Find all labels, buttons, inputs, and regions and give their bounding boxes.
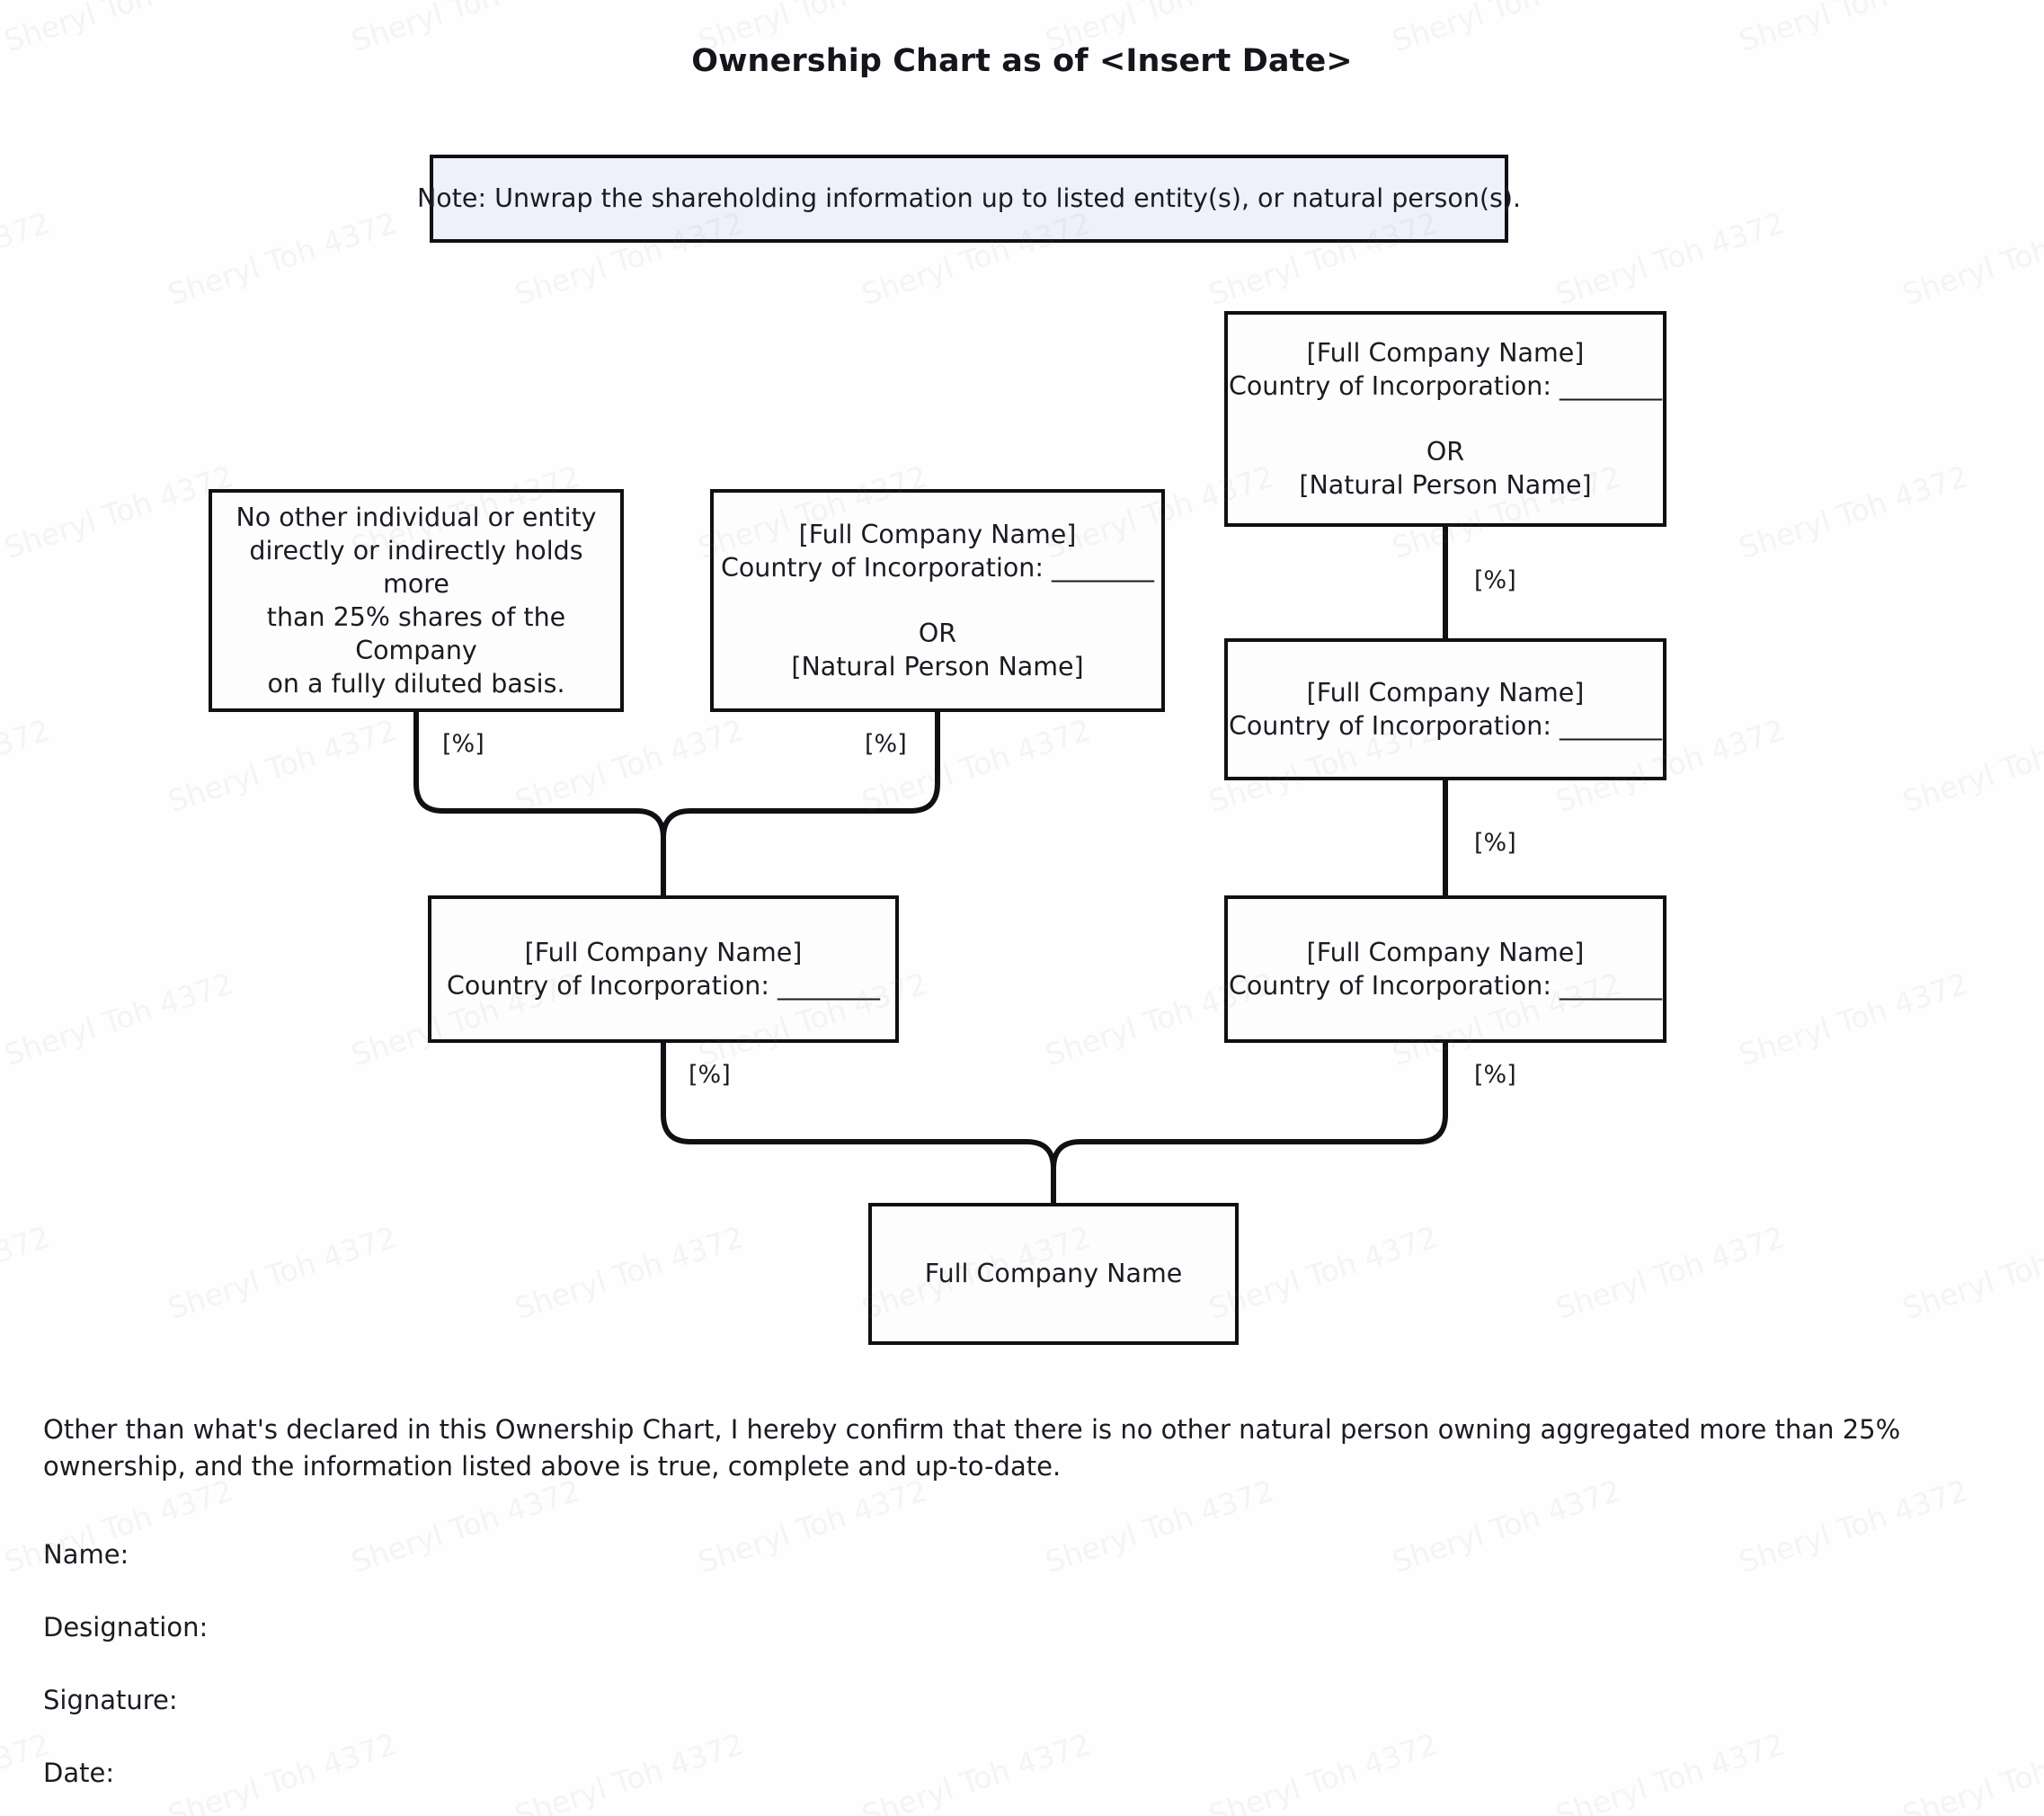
- name-field-label: Name:: [43, 1539, 129, 1570]
- bottom-right-country: Country of Incorporation: ________: [1228, 971, 1663, 1001]
- designation-field-label: Designation:: [43, 1612, 209, 1642]
- edge-label-mid-top-to-bottom-left: [%]: [865, 730, 907, 758]
- subject-company-name: Full Company Name: [924, 1259, 1183, 1289]
- declaration-text: Other than what's declared in this Owner…: [43, 1411, 1976, 1485]
- page-title: Ownership Chart as of <Insert Date>: [691, 43, 1353, 79]
- date-field-label: Date:: [43, 1758, 115, 1788]
- right-mid-company-name: [Full Company Name]: [1306, 677, 1585, 708]
- mid-top-person-name: [Natural Person Name]: [791, 652, 1084, 682]
- node-bottom-right-company: [Full Company Name] Country of Incorpora…: [1224, 895, 1666, 1043]
- no-other-line-3: than 25% shares of the Company: [266, 602, 566, 666]
- note-box: Note: Unwrap the shareholding informatio…: [417, 155, 1521, 243]
- node-bottom-left-company: [Full Company Name] Country of Incorpora…: [428, 895, 899, 1043]
- no-other-line-2: directly or indirectly holds more: [249, 535, 583, 599]
- signature-field-label: Signature:: [43, 1685, 178, 1715]
- no-other-line-4: on a fully diluted basis.: [267, 669, 565, 699]
- node-right-middle-company: [Full Company Name] Country of Incorpora…: [1224, 638, 1666, 780]
- edge-label-no-other-to-bottom-left: [%]: [442, 730, 484, 758]
- mid-top-country: Country of Incorporation: ________: [720, 552, 1155, 583]
- mid-top-company-name: [Full Company Name]: [798, 519, 1077, 549]
- declaration-line-1: Other than what's declared in this Owner…: [43, 1414, 1901, 1482]
- top-right-country: Country of Incorporation: ________: [1228, 370, 1663, 401]
- top-right-or: OR: [1426, 437, 1465, 467]
- top-right-person-name: [Natural Person Name]: [1299, 470, 1592, 501]
- edge-label-bottom-left-to-bottom: [%]: [689, 1061, 731, 1089]
- note-text: Note: Unwrap the shareholding informatio…: [416, 183, 1522, 214]
- mid-top-or: OR: [918, 619, 957, 648]
- bottom-left-company-name: [Full Company Name]: [524, 937, 803, 967]
- node-subject-company: Full Company Name: [868, 1203, 1239, 1345]
- right-mid-country: Country of Incorporation: ________: [1228, 711, 1663, 741]
- edge-label-bottom-right-to-bottom: [%]: [1474, 1061, 1516, 1089]
- top-right-company-name: [Full Company Name]: [1306, 337, 1585, 368]
- edge-label-right-mid-to-bottom-right: [%]: [1474, 829, 1516, 857]
- edge-label-top-right-to-right-mid: [%]: [1474, 566, 1516, 594]
- node-mid-top-shareholder: [Full Company Name] Country of Incorpora…: [710, 489, 1165, 712]
- bottom-left-country: Country of Incorporation: ________: [446, 971, 881, 1001]
- bottom-right-company-name: [Full Company Name]: [1306, 937, 1585, 967]
- node-no-other-holder: No other individual or entity directly o…: [209, 489, 624, 712]
- node-top-right-shareholder: [Full Company Name] Country of Incorpora…: [1224, 311, 1666, 527]
- no-other-line-1: No other individual or entity: [236, 502, 597, 532]
- declaration-line-2: information listed above is true, comple…: [302, 1451, 1062, 1482]
